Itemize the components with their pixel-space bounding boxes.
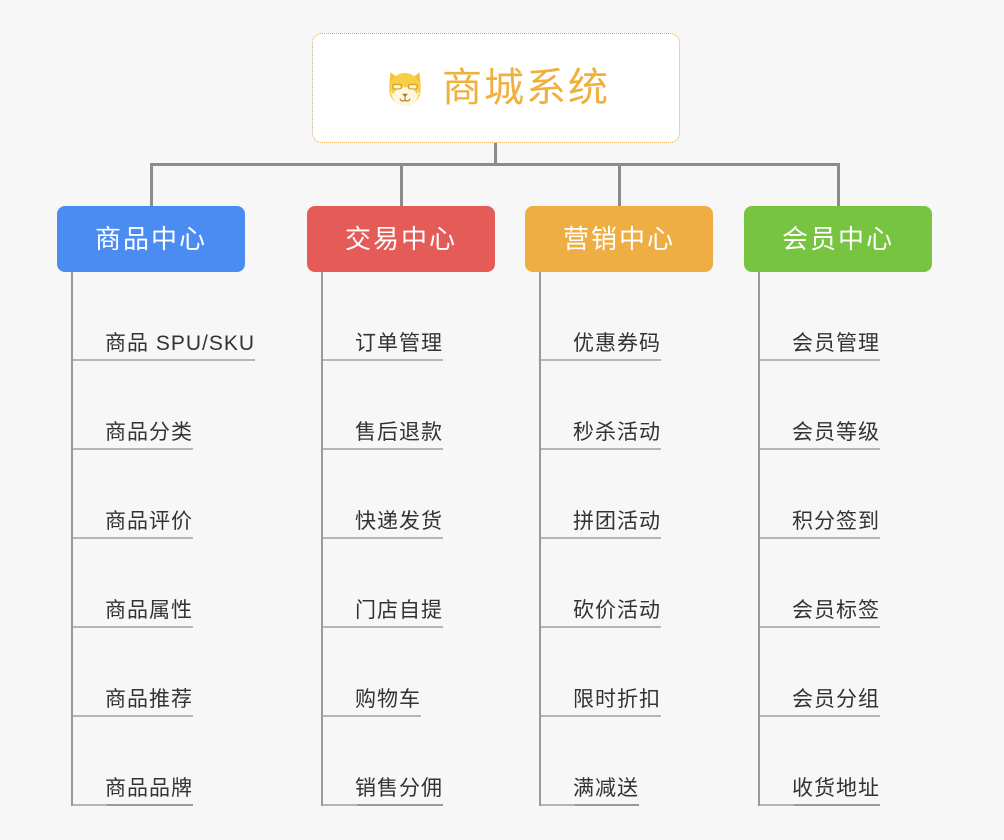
list-item[interactable]: 砍价活动 [539,539,715,628]
leaf-label: 商品评价 [105,510,193,539]
list-item[interactable]: 优惠券码 [539,272,715,361]
list-item[interactable]: 秒杀活动 [539,361,715,450]
leaf-label: 门店自提 [355,599,443,628]
list-item[interactable]: 会员分组 [758,628,934,717]
leaf-label: 积分签到 [792,510,880,539]
leaf-label: 满减送 [573,777,639,806]
connector-drop-4 [837,163,840,207]
branch-column-3: 营销中心 优惠券码 秒杀活动 拼团活动 砍价活动 限时折扣 满减送 [525,206,715,806]
branch-column-1: 商品中心 商品 SPU/SKU 商品分类 商品评价 商品属性 商品推荐 商品品牌 [57,206,256,806]
leaf-list-2: 订单管理 售后退款 快递发货 门店自提 购物车 销售分佣 [321,272,497,806]
category-label-2: 交易中心 [344,224,457,254]
leaf-label: 销售分佣 [355,777,443,806]
category-label-4: 会员中心 [781,224,894,254]
leaf-label: 会员标签 [792,599,880,628]
leaf-label: 秒杀活动 [573,421,661,450]
list-item[interactable]: 购物车 [321,628,497,717]
list-item[interactable]: 商品 SPU/SKU [71,272,256,361]
dog-face-emoji [382,65,428,111]
leaf-label: 会员分组 [792,688,880,717]
category-header-4[interactable]: 会员中心 [744,206,932,272]
connector-drop-1 [150,163,153,207]
list-item[interactable]: 限时折扣 [539,628,715,717]
list-item[interactable]: 会员标签 [758,539,934,628]
list-item[interactable]: 会员管理 [758,272,934,361]
leaf-label: 砍价活动 [573,599,661,628]
leaf-label: 拼团活动 [573,510,661,539]
list-item[interactable]: 销售分佣 [321,717,497,806]
leaf-label: 商品属性 [105,599,193,628]
list-item[interactable]: 商品属性 [71,539,247,628]
list-item[interactable]: 积分签到 [758,450,934,539]
connector-stem [494,143,497,165]
list-item[interactable]: 拼团活动 [539,450,715,539]
list-item[interactable]: 满减送 [539,717,715,806]
leaf-label: 会员等级 [792,421,880,450]
branch-column-2: 交易中心 订单管理 售后退款 快递发货 门店自提 购物车 销售分佣 [307,206,497,806]
root-title: 商城系统 [442,66,610,110]
leaf-label: 商品分类 [105,421,193,450]
category-header-3[interactable]: 营销中心 [525,206,713,272]
category-header-1[interactable]: 商品中心 [57,206,245,272]
leaf-label: 商品品牌 [105,777,193,806]
list-item[interactable]: 快递发货 [321,450,497,539]
list-item[interactable]: 会员等级 [758,361,934,450]
leaf-label: 商品推荐 [105,688,193,717]
branch-column-4: 会员中心 会员管理 会员等级 积分签到 会员标签 会员分组 收货地址 [744,206,934,806]
category-header-2[interactable]: 交易中心 [307,206,495,272]
category-label-3: 营销中心 [562,224,675,254]
leaf-label: 购物车 [355,688,421,717]
list-item[interactable]: 收货地址 [758,717,934,806]
list-item[interactable]: 商品分类 [71,361,247,450]
root-node[interactable]: 商城系统 [312,33,680,143]
list-item[interactable]: 门店自提 [321,539,497,628]
list-item[interactable]: 商品评价 [71,450,247,539]
leaf-label: 订单管理 [355,332,443,361]
list-item[interactable]: 商品品牌 [71,717,247,806]
leaf-label: 快递发货 [355,510,443,539]
leaf-label: 优惠券码 [573,332,661,361]
connector-drop-3 [618,163,621,207]
connector-bus [150,163,840,166]
leaf-label: 限时折扣 [573,688,661,717]
leaf-label: 商品 SPU/SKU [105,332,256,361]
leaf-label: 收货地址 [792,777,880,806]
leaf-list-1: 商品 SPU/SKU 商品分类 商品评价 商品属性 商品推荐 商品品牌 [71,272,256,806]
leaf-list-3: 优惠券码 秒杀活动 拼团活动 砍价活动 限时折扣 满减送 [539,272,715,806]
category-label-1: 商品中心 [94,224,207,254]
leaf-label: 会员管理 [792,332,880,361]
list-item[interactable]: 商品推荐 [71,628,247,717]
list-item[interactable]: 订单管理 [321,272,497,361]
leaf-list-4: 会员管理 会员等级 积分签到 会员标签 会员分组 收货地址 [758,272,934,806]
list-item[interactable]: 售后退款 [321,361,497,450]
connector-drop-2 [400,163,403,207]
leaf-label: 售后退款 [355,421,443,450]
